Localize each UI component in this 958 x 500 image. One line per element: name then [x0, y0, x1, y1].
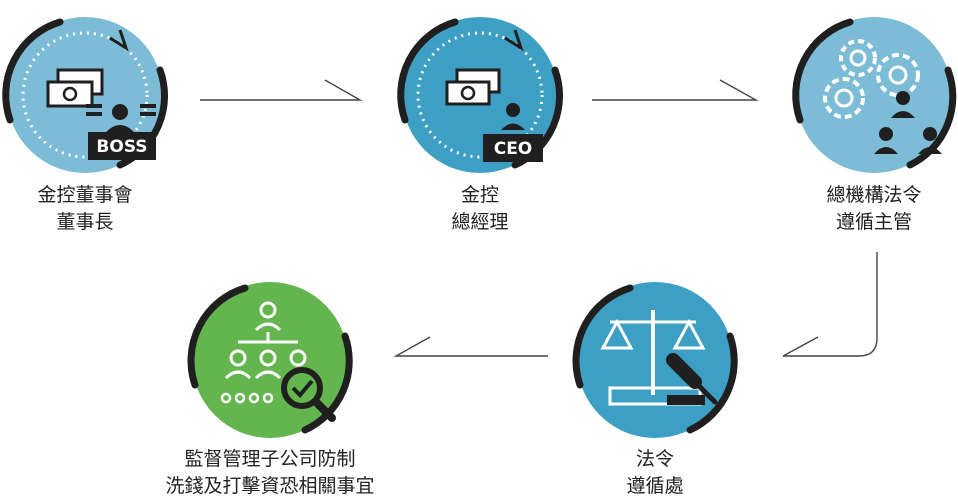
connector-2-3	[592, 79, 759, 101]
node-subsidiary-supervision: 監督管理子公司防制 洗錢及打擊資恐相關事宜	[140, 270, 440, 500]
label-line-2: 遵循主管	[835, 211, 912, 233]
label-line-1: 金控	[460, 184, 499, 206]
label-line-2: 董事長	[56, 211, 114, 233]
label-line-1: 總機構法令	[826, 184, 922, 206]
money-boss-icon: BOSS	[2, 17, 168, 173]
node-compliance-head: 總機構法令 遵循主管	[790, 0, 958, 240]
label-line-1: 金控董事會	[37, 184, 133, 206]
label-line-2: 洗錢及打擊資恐相關事宜	[165, 475, 375, 497]
label-line-2: 總經理	[451, 211, 509, 233]
label-compliance-head: 總機構法令 遵循主管	[790, 182, 958, 236]
node-compliance-dept: 法令 遵循處	[565, 270, 745, 500]
label-ceo: 金控 總經理	[395, 182, 565, 236]
connector-3-4	[782, 252, 878, 357]
scales-gavel-icon	[572, 282, 738, 438]
badge-boss: BOSS	[96, 137, 147, 157]
label-compliance-dept: 法令 遵循處	[565, 446, 745, 500]
money-ceo-icon: CEO	[397, 17, 563, 173]
label-board-chairman: 金控董事會 董事長	[0, 182, 170, 236]
node-board-chairman: BOSS 金控董事會 董事長	[0, 0, 170, 240]
gears-team-icon	[792, 17, 957, 173]
label-line-1: 監督管理子公司防制	[184, 448, 356, 470]
org-chart-magnifier-icon	[187, 282, 353, 438]
label-subsidiary-supervision: 監督管理子公司防制 洗錢及打擊資恐相關事宜	[140, 446, 400, 500]
connector-1-2	[200, 79, 363, 101]
node-ceo: CEO 金控 總經理	[395, 0, 565, 240]
connector-4-5	[393, 336, 548, 357]
label-line-2: 遵循處	[626, 475, 684, 497]
badge-ceo: CEO	[494, 139, 533, 159]
label-line-1: 法令	[635, 448, 674, 470]
